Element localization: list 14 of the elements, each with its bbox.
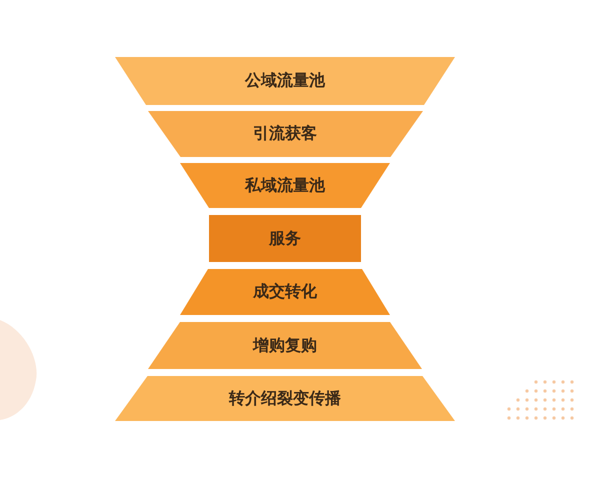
band-label: 转介绍裂变传播 <box>229 388 341 409</box>
funnel-band <box>148 111 422 157</box>
funnel-band <box>180 163 390 208</box>
funnel-band <box>148 322 422 369</box>
band-label: 服务 <box>269 228 301 249</box>
funnel-band <box>115 376 455 421</box>
funnel-band <box>180 269 390 315</box>
band-label: 公域流量池 <box>245 70 325 92</box>
band-label: 增购复购 <box>253 335 317 356</box>
band-label: 私域流量池 <box>245 175 325 196</box>
funnel-block <box>209 215 361 262</box>
band-label: 成交转化 <box>253 282 317 302</box>
funnel-band <box>115 57 455 105</box>
band-label: 引流获客 <box>253 124 317 144</box>
